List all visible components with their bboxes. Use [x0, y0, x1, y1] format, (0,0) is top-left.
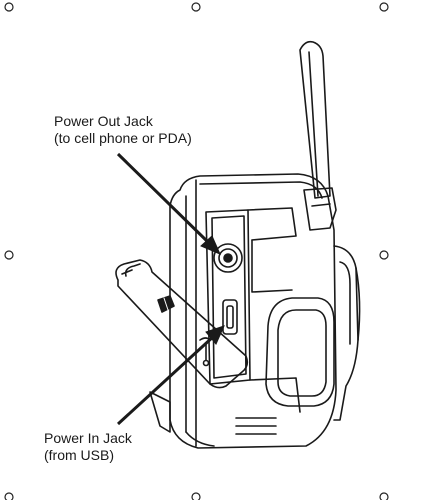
- callout-power-in-title: Power In Jack: [44, 430, 132, 446]
- base-edge: [149, 391, 171, 433]
- handle-bottom-left[interactable]: [4, 492, 14, 500]
- antenna: [299, 40, 337, 231]
- arrow-power-out: [116, 152, 212, 246]
- radio-device-drawing: [115, 40, 361, 449]
- side-panel: [205, 207, 301, 413]
- handle-bottom-center[interactable]: [191, 492, 201, 500]
- handle-bottom-right[interactable]: [379, 492, 389, 500]
- arrow-power-in: [116, 334, 216, 426]
- power-out-jack: [213, 243, 243, 273]
- speaker-ribs: [235, 417, 277, 435]
- callout-power-out-title: Power Out Jack: [54, 113, 153, 129]
- callout-power-out-subtitle: (to cell phone or PDA): [54, 130, 192, 146]
- handle-middle-left[interactable]: [4, 250, 14, 260]
- callout-power-out: Power Out Jack (to cell phone or PDA): [54, 113, 192, 147]
- handle-top-center[interactable]: [191, 2, 201, 12]
- callout-power-in: Power In Jack (from USB): [44, 430, 132, 464]
- handle-top-right[interactable]: [379, 2, 389, 12]
- handle-top-left[interactable]: [4, 2, 14, 12]
- callout-arrows: [116, 152, 225, 426]
- selection-handles: [4, 2, 389, 500]
- carry-handle: [265, 297, 335, 407]
- usb-cover-flap: [115, 259, 249, 389]
- power-in-jack: [222, 299, 238, 335]
- callout-power-in-subtitle: (from USB): [44, 447, 114, 463]
- arrowhead-power-in: [205, 325, 225, 345]
- handle-middle-right[interactable]: [379, 250, 389, 260]
- arrowhead-power-out: [200, 235, 221, 255]
- belt-clip: [333, 245, 361, 421]
